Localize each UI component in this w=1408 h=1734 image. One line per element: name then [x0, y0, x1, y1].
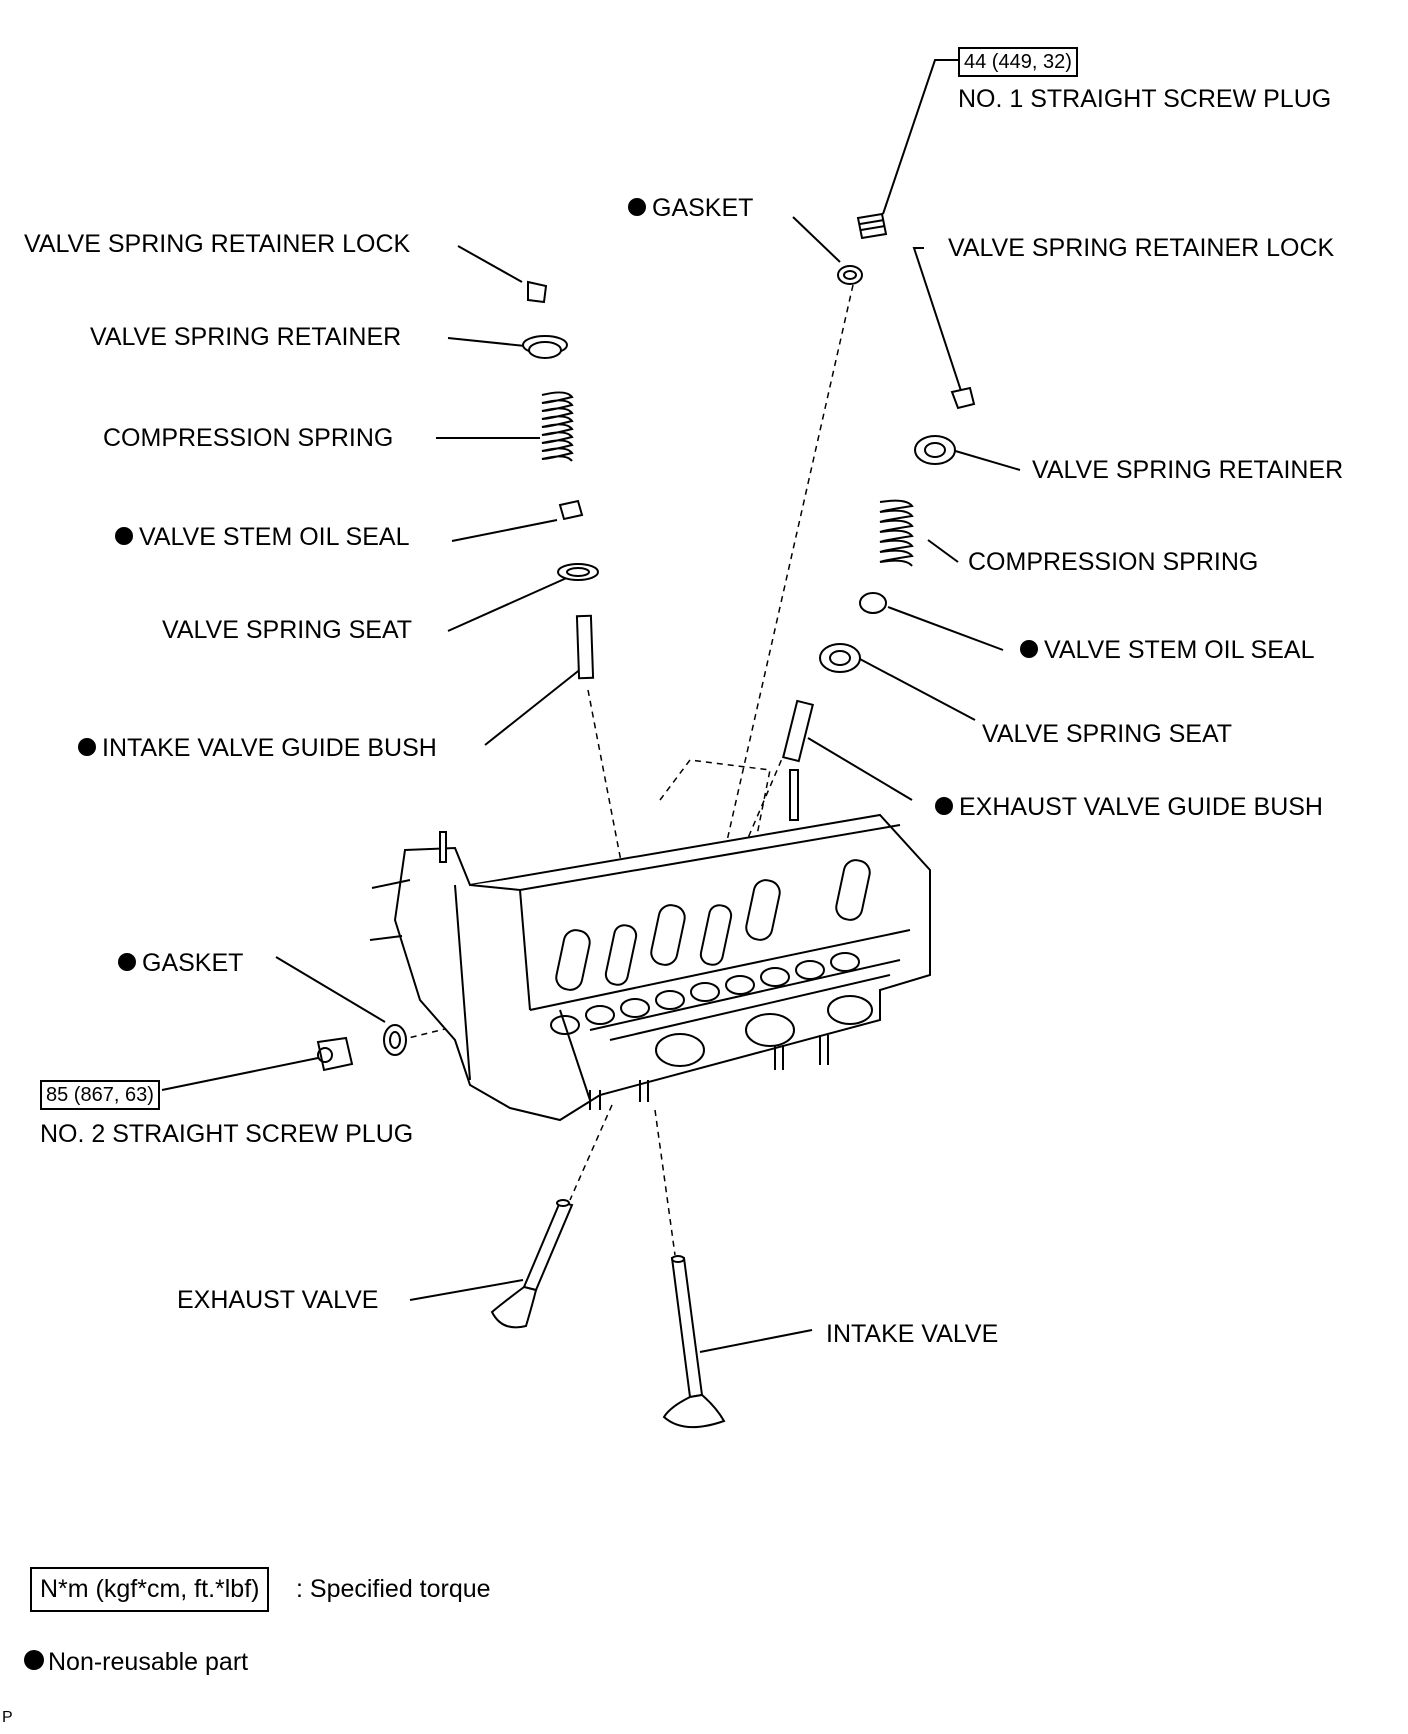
gasket-top-part	[837, 265, 863, 285]
corner-mark: P	[2, 1709, 13, 1726]
axis-intake-valve	[654, 1109, 676, 1256]
label-cs-left: COMPRESSION SPRING	[103, 424, 394, 452]
leader-vsr-left	[447, 337, 536, 348]
leader-intake-bush	[484, 667, 583, 746]
leader-gasket-left	[275, 956, 386, 1023]
legend-torque-unit: N*m (kgf*cm, ft.*lbf)	[30, 1567, 270, 1612]
studs	[589, 1035, 829, 1110]
label-vss-right: VALVE SPRING SEAT	[982, 720, 1233, 748]
leader-vss-left	[447, 571, 581, 632]
valve-seat-holes	[550, 952, 873, 1067]
spring-right	[879, 499, 914, 567]
label-intake-valve: INTAKE VALVE	[826, 1320, 999, 1348]
nonreusable-dot-icon	[1020, 640, 1038, 659]
legend-torque-desc: : Specified torque	[296, 1575, 491, 1603]
lifter-tubes	[555, 859, 871, 991]
retainer-right	[914, 435, 956, 465]
label-vsrl-right: VALVE SPRING RETAINER LOCK	[948, 234, 1335, 262]
oil-seal-right	[859, 592, 887, 614]
leader-torque-no1	[882, 59, 958, 215]
label-vsrl-left: VALVE SPRING RETAINER LOCK	[24, 230, 411, 258]
retainer-lock-right	[950, 386, 976, 410]
leader-exhaust-valve	[409, 1279, 524, 1301]
leader-intake-valve	[699, 1329, 813, 1353]
label-vsr-left: VALVE SPRING RETAINER	[90, 323, 402, 351]
spring-left	[541, 391, 574, 462]
axis-exhaust-valve	[569, 1104, 613, 1201]
label-vsr-right: VALVE SPRING RETAINER	[1032, 456, 1344, 484]
legend-nonreusable: Non-reusable part	[48, 1648, 249, 1676]
leader-exhaust-bush	[807, 737, 913, 801]
leader-vsr-right	[951, 449, 1021, 471]
gasket-left-part	[383, 1024, 407, 1056]
leader-cs-right	[927, 539, 959, 563]
torque-no1: 44 (449, 32)	[958, 47, 1078, 77]
retainer-lock-left	[527, 280, 548, 304]
label-no2-plug: NO. 2 STRAIGHT SCREW PLUG	[40, 1120, 414, 1148]
axis-left-intake	[587, 689, 641, 961]
label-exhaust-bush: EXHAUST VALVE GUIDE BUSH	[935, 795, 1323, 820]
leader-torque-no2	[161, 1057, 319, 1091]
leader-vss-right	[857, 657, 976, 721]
intake-guide-bush	[575, 614, 595, 680]
leader-gasket-top	[792, 216, 841, 263]
leader-vsrl-left	[457, 245, 523, 283]
label-intake-bush: INTAKE VALVE GUIDE BUSH	[78, 736, 437, 761]
nonreusable-dot-icon	[935, 797, 953, 816]
exhaust-valve-part	[490, 1199, 574, 1329]
nonreusable-dot-icon	[78, 738, 96, 757]
spring-seat-left	[557, 563, 599, 581]
nonreusable-dot-icon	[118, 953, 136, 972]
label-gasket-top: GASKET	[628, 196, 753, 221]
label-vsos-left: VALVE STEM OIL SEAL	[115, 525, 409, 550]
cylinder-head-block	[369, 769, 931, 1122]
leader-vsos-right	[887, 606, 1004, 651]
label-exhaust-valve: EXHAUST VALVE	[177, 1286, 379, 1314]
label-vsos-right: VALVE STEM OIL SEAL	[1020, 638, 1314, 663]
nonreusable-dot-icon	[628, 198, 646, 217]
label-vss-left: VALVE SPRING SEAT	[162, 616, 413, 644]
oil-seal-left	[558, 499, 584, 521]
label-gasket-left: GASKET	[118, 951, 243, 976]
torque-no2: 85 (867, 63)	[40, 1080, 160, 1110]
nonreusable-dot-icon	[115, 527, 133, 546]
label-no1-plug: NO. 1 STRAIGHT SCREW PLUG	[958, 85, 1332, 113]
nonreusable-bullet-icon	[24, 1650, 44, 1670]
leader-vsos-left	[451, 519, 558, 542]
spring-seat-right	[819, 643, 861, 673]
exhaust-guide-bush	[782, 699, 814, 763]
no2-plug	[316, 1036, 354, 1072]
label-cs-right: COMPRESSION SPRING	[968, 548, 1259, 576]
leader-vsrl-right	[912, 247, 965, 401]
intake-valve-part	[662, 1255, 726, 1429]
